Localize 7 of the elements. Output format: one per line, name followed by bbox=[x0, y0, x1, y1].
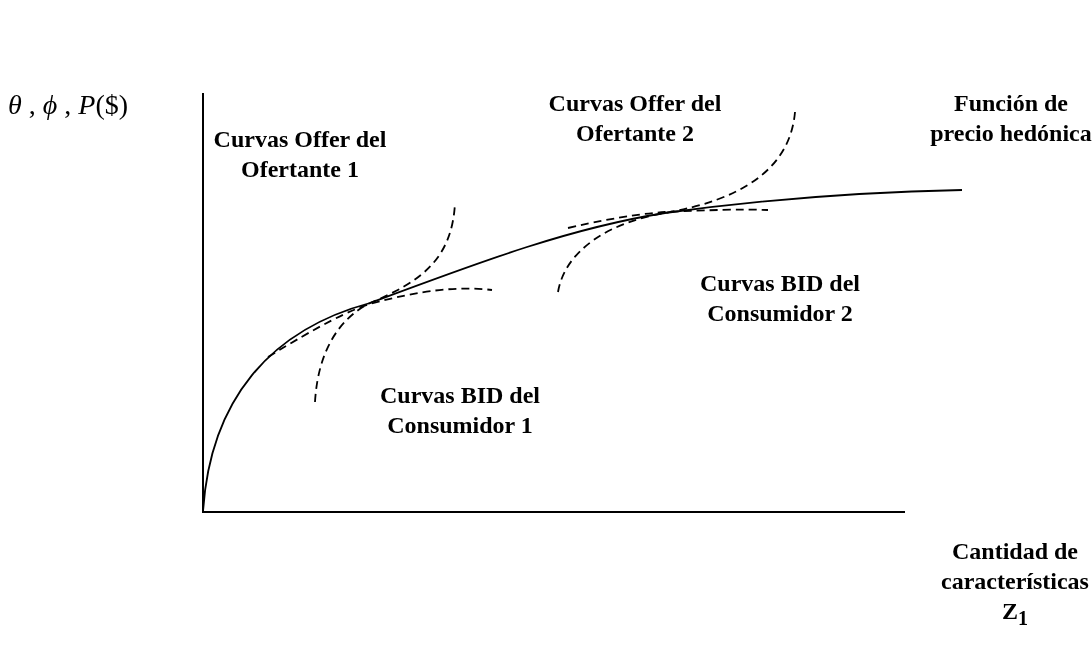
curve-label: Curvas Offer del Ofertante 1 bbox=[212, 125, 388, 184]
curve-label: Curvas BID del Consumidor 1 bbox=[379, 381, 541, 440]
curve-label: Curvas BID del Consumidor 2 bbox=[699, 269, 861, 328]
curve-label: Función de precio hedónica bbox=[930, 89, 1092, 148]
curve-label: Curvas Offer del Ofertante 2 bbox=[547, 89, 723, 148]
axis-title: Cantidad de características Z$_{1}$ bbox=[940, 537, 1090, 631]
axis-title: θ , ϕ , P($) bbox=[8, 88, 130, 122]
